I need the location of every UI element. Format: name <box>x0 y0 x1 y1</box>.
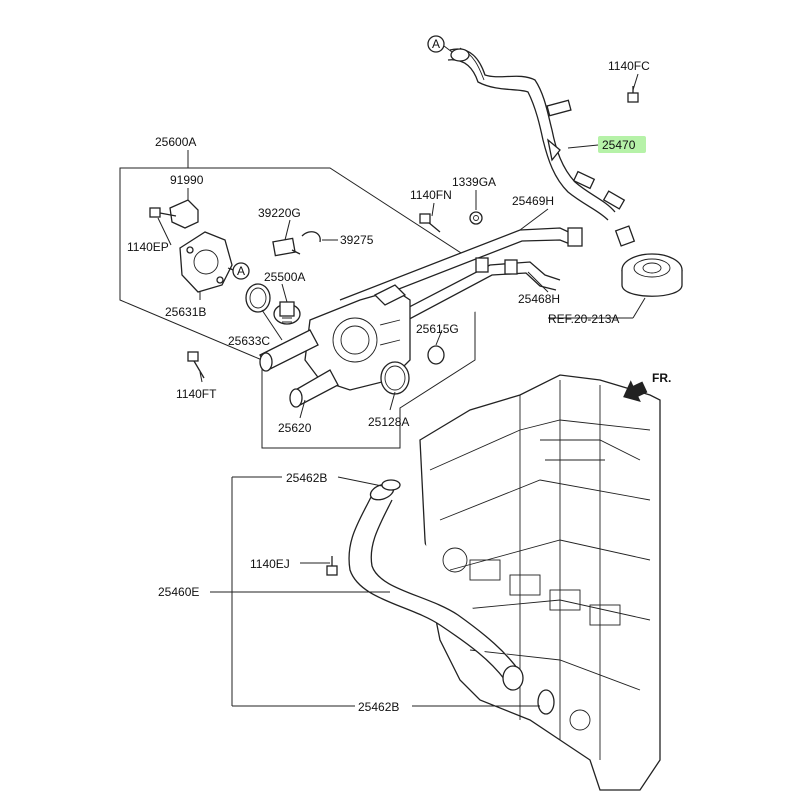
assembly-outline <box>119 167 476 449</box>
svg-text:A: A <box>237 264 245 278</box>
engine-block <box>419 374 661 791</box>
bolt-1140FN <box>419 213 441 233</box>
svg-text:FR.: FR. <box>652 371 671 385</box>
hose-25468H <box>364 257 561 341</box>
label-25462B-bottom: 25462B <box>358 700 399 714</box>
label-ref-20-213A: REF.20-213A <box>548 312 619 326</box>
label-1339GA: 1339GA <box>452 175 496 189</box>
label-39275: 39275 <box>340 233 374 247</box>
thermostat-25500A <box>273 301 301 325</box>
front-direction-arrow: FR. <box>623 371 671 403</box>
bolt-1140FT <box>187 351 205 379</box>
label-1140FC: 1140FC <box>608 59 650 73</box>
label-25462B-top: 25462B <box>286 471 327 485</box>
label-25631B: 25631B <box>165 305 206 319</box>
oil-cooler <box>614 225 683 297</box>
oring-bottom <box>537 689 555 715</box>
label-1140EJ: 1140EJ <box>250 557 290 571</box>
label-25615G: 25615G <box>416 322 459 336</box>
marker-a-top: A <box>427 35 453 53</box>
highlight-25470 <box>598 136 646 153</box>
sensor-39220G <box>272 237 301 257</box>
label-25460E: 25460E <box>158 585 199 599</box>
bolt-1140EP <box>149 207 177 218</box>
oil-cooler-pipe <box>447 47 626 221</box>
label-25600A: 25600A <box>155 135 196 149</box>
label-25128A: 25128A <box>368 415 409 429</box>
flange-25631B <box>179 231 239 293</box>
label-1140FN: 1140FN <box>410 188 452 202</box>
label-25468H: 25468H <box>518 292 560 306</box>
bracket-91990 <box>169 188 199 229</box>
label-25470: 25470 <box>602 138 636 152</box>
label-25500A: 25500A <box>264 270 305 284</box>
label-91990: 91990 <box>170 173 204 187</box>
oring-25615G <box>427 345 445 365</box>
bolt-1140EJ <box>326 556 338 576</box>
label-25469H: 25469H <box>512 194 554 208</box>
marker-a-mid: A <box>229 262 250 280</box>
label-25620: 25620 <box>278 421 312 435</box>
label-39220G: 39220G <box>258 206 301 220</box>
hose-25460E <box>348 483 524 691</box>
clip-39275 <box>301 231 321 243</box>
label-25633C: 25633C <box>228 334 270 348</box>
label-1140EP: 1140EP <box>127 240 169 254</box>
water-outlet-housing <box>259 284 411 408</box>
oring-top <box>381 479 401 491</box>
svg-text:A: A <box>432 37 440 51</box>
label-1140FT: 1140FT <box>176 387 217 401</box>
nut-1339GA <box>469 211 483 225</box>
